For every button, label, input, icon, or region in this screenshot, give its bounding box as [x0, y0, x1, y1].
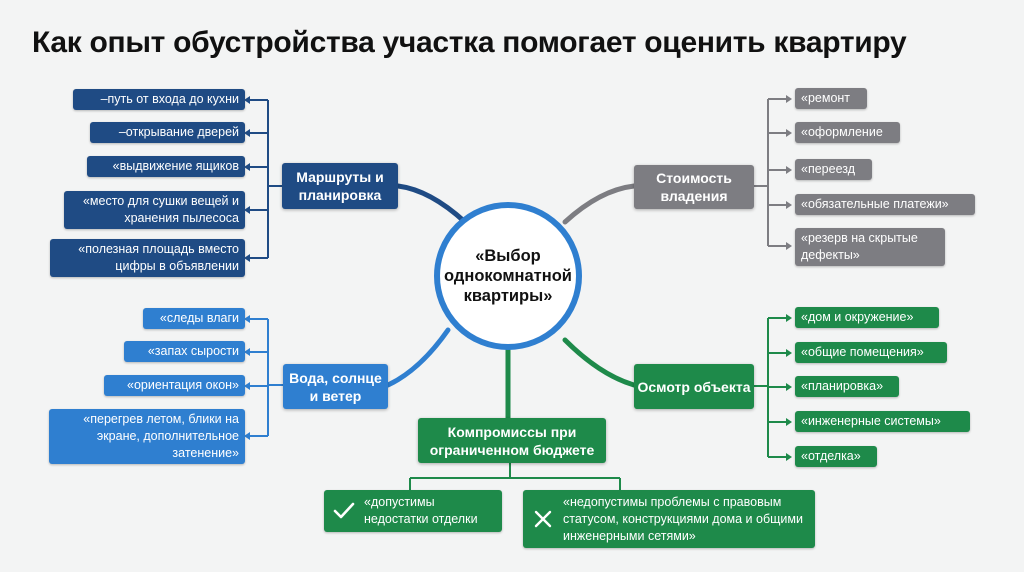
- connector-cost: [562, 183, 637, 225]
- cost-item: «оформление: [795, 122, 900, 143]
- branch-inspection: Осмотр объекта: [634, 364, 754, 409]
- compromise-bad: «недопустимы проблемы с правовым статусо…: [523, 490, 815, 548]
- routes-item: «место для сушки вещей и хранения пылесо…: [64, 191, 245, 229]
- branch-compromise: Компромиссы при ограниченном бюджете: [418, 418, 606, 463]
- inspection-item: «дом и окружение»: [795, 307, 939, 328]
- water-item: «перегрев летом, блики на экране, дополн…: [49, 409, 245, 464]
- branch-routes-label: Маршруты и планировка: [296, 169, 384, 203]
- page-title: Как опыт обустройства участка помогает о…: [32, 26, 907, 59]
- inspection-item: «отделка»: [795, 446, 877, 467]
- water-item: «ориентация окон»: [104, 375, 245, 396]
- routes-item: «полезная площадь вместо цифры в объявле…: [50, 239, 245, 277]
- branch-routes: Маршруты и планировка: [282, 163, 398, 209]
- connector-routes: [395, 183, 468, 225]
- inspection-item: «инженерные системы»: [795, 411, 970, 432]
- center-node: «Выбор однокомнатной квартиры»: [434, 202, 582, 350]
- branch-cost-label: Стоимость владения: [656, 170, 732, 204]
- cost-item: «ремонт: [795, 88, 867, 109]
- center-label: «Выбор однокомнатной квартиры»: [444, 247, 572, 305]
- compromise-ok-text: «допустимы недостатки отделки: [364, 495, 478, 526]
- branch-water-label: Вода, солнце и ветер: [289, 369, 382, 404]
- inspection-item: «общие помещения»: [795, 342, 947, 363]
- cost-item: «резерв на скрытые дефекты»: [795, 228, 945, 266]
- branch-compromise-label: Компромиссы при ограниченном бюджете: [429, 423, 595, 458]
- routes-item: «выдвижение ящиков: [87, 156, 245, 177]
- cost-item: «обязательные платежи»: [795, 194, 975, 215]
- water-item: «следы влаги: [143, 308, 245, 329]
- connector-inspection: [562, 337, 637, 388]
- compromise-bad-text: «недопустимы проблемы с правовым статусо…: [563, 494, 803, 543]
- cross-icon: [523, 510, 563, 528]
- inspection-item: «планировка»: [795, 376, 899, 397]
- cost-item: «переезд: [795, 159, 872, 180]
- water-item: «запах сырости: [124, 341, 245, 362]
- routes-item: –открывание дверей: [90, 122, 245, 143]
- branch-inspection-label: Осмотр объекта: [637, 378, 751, 395]
- branch-cost: Стоимость владения: [634, 165, 754, 209]
- check-icon: [324, 502, 364, 520]
- branch-water: Вода, солнце и ветер: [283, 364, 388, 409]
- connector-water: [385, 327, 451, 388]
- compromise-ok: «допустимы недостатки отделки: [324, 490, 502, 532]
- routes-item: –путь от входа до кухни: [73, 89, 245, 110]
